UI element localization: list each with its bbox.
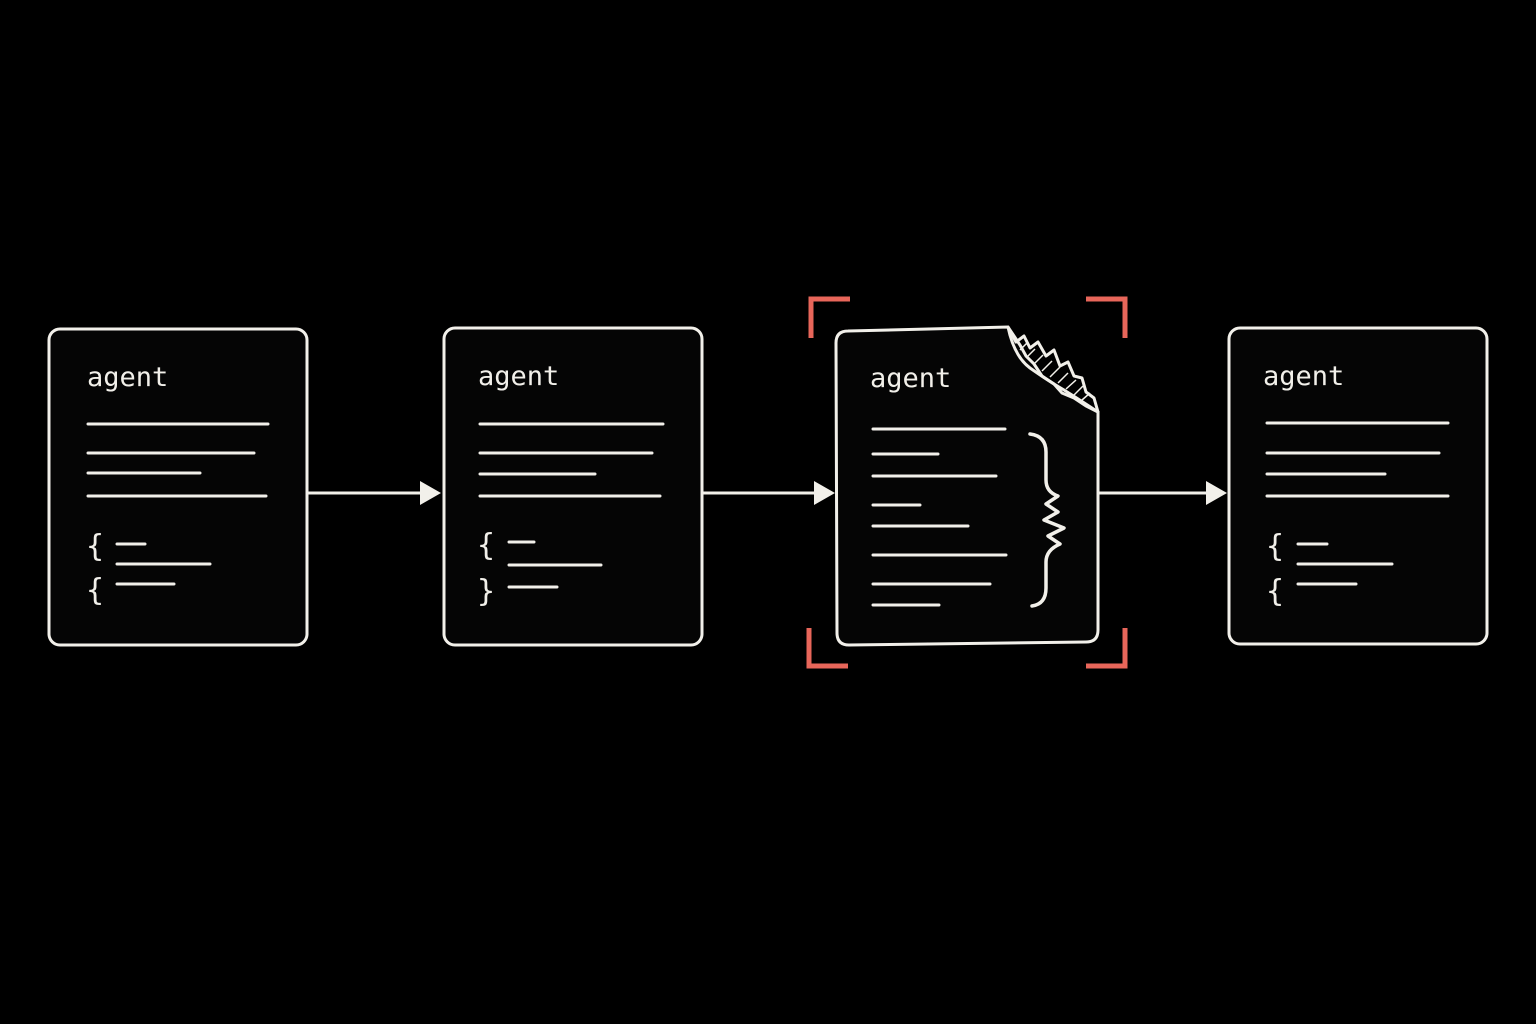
- broken-brace-icon: [1028, 432, 1066, 608]
- agent-card-1: agent { {: [47, 327, 309, 647]
- code-brace-icon: {: [477, 528, 495, 563]
- agent-card-2: agent { }: [442, 326, 704, 647]
- card-frame: [47, 327, 309, 647]
- code-brace-icon: {: [86, 529, 104, 564]
- card-title: agent: [1263, 361, 1344, 392]
- connector-2-3: [703, 481, 835, 505]
- code-brace-icon: }: [477, 574, 495, 609]
- code-brace-icon: {: [1266, 529, 1284, 564]
- card-title: agent: [87, 362, 168, 393]
- focus-bracket-icon: [806, 296, 1128, 669]
- connector-1-2: [308, 481, 441, 505]
- card-title: agent: [870, 363, 951, 394]
- card-frame: [1227, 326, 1489, 646]
- card-title: agent: [478, 361, 559, 392]
- agent-card-4: agent { {: [1227, 326, 1489, 646]
- code-brace-icon: {: [1266, 574, 1284, 609]
- code-brace-icon: {: [86, 573, 104, 608]
- connector-3-4: [1099, 481, 1227, 505]
- agent-card-3-corrupted: agent: [834, 325, 1100, 647]
- torn-corner-icon: [1006, 326, 1100, 414]
